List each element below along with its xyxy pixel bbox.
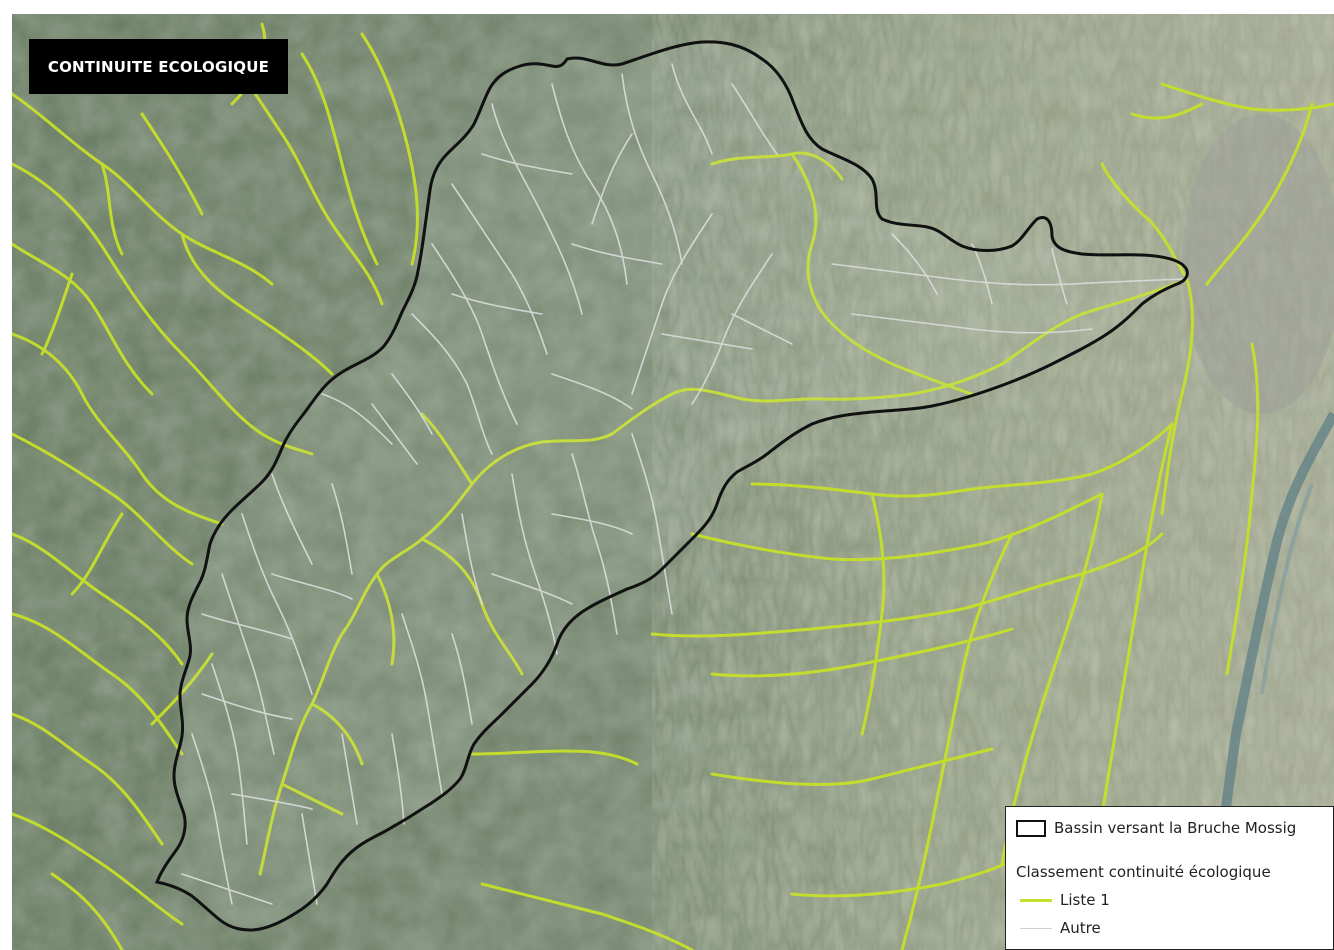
map-canvas[interactable]: [12, 14, 1334, 950]
legend-group-title-row: Classement continuité écologique: [1016, 863, 1271, 881]
rhine-canal: [1260, 483, 1314, 695]
legend-basin-row: Bassin versant la Bruche Mossig: [1016, 819, 1296, 837]
rivers-autre: [181, 63, 1188, 905]
legend-item-autre: Autre: [1020, 919, 1101, 937]
urban-area: [1182, 114, 1334, 414]
legend-group-title: Classement continuité écologique: [1016, 863, 1271, 881]
legend-item-label: Liste 1: [1060, 891, 1110, 909]
legend-basin-label: Bassin versant la Bruche Mossig: [1054, 819, 1297, 837]
legend-item-liste-1: Liste 1: [1020, 891, 1110, 909]
map-svg: [12, 14, 1334, 950]
basin-swatch-icon: [1016, 819, 1046, 837]
legend: Bassin versant la Bruche Mossig Classeme…: [1005, 806, 1334, 950]
autre-line-icon: [1020, 927, 1052, 929]
map-title: CONTINUITE ECOLOGIQUE: [29, 39, 288, 94]
farmland-texture: [652, 14, 1334, 950]
legend-item-label: Autre: [1060, 919, 1101, 937]
liste-1-line-icon: [1020, 898, 1052, 902]
basin-outline: [154, 40, 1189, 932]
